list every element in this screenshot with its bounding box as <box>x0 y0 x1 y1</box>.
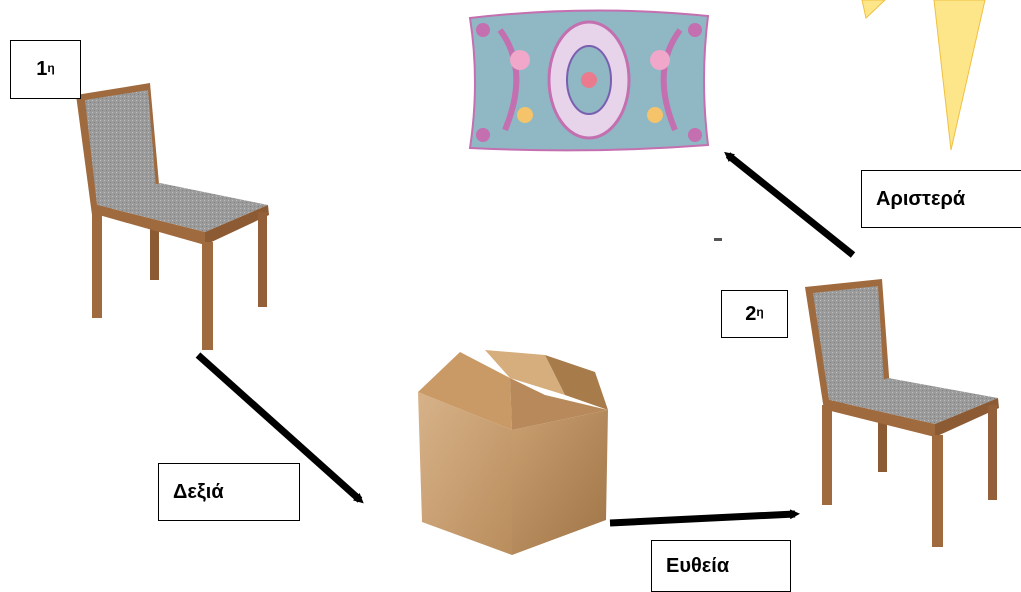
arrow-right <box>195 352 364 504</box>
first-chair-number: 1 <box>36 58 48 80</box>
second-chair-number: 2 <box>745 302 757 325</box>
direction-right-text: Δεξιά <box>173 480 224 503</box>
arrow-straight <box>609 509 800 527</box>
sun-ray-shape <box>861 0 986 151</box>
direction-label-straight: Ευθεία <box>651 540 791 592</box>
direction-label-right: Δεξιά <box>158 463 300 521</box>
chair-image-first <box>76 83 269 350</box>
second-chair-suffix: η <box>756 305 764 319</box>
pillow-image <box>468 9 710 152</box>
direction-left-text: Αριστερά <box>876 187 966 210</box>
cardboard-box-image <box>418 350 608 555</box>
stray-mark <box>714 238 722 241</box>
direction-straight-text: Ευθεία <box>666 554 730 577</box>
chair-image-second <box>805 279 999 547</box>
first-chair-suffix: η <box>47 60 55 75</box>
arrow-left <box>724 151 856 258</box>
direction-label-left: Αριστερά <box>861 170 1021 228</box>
